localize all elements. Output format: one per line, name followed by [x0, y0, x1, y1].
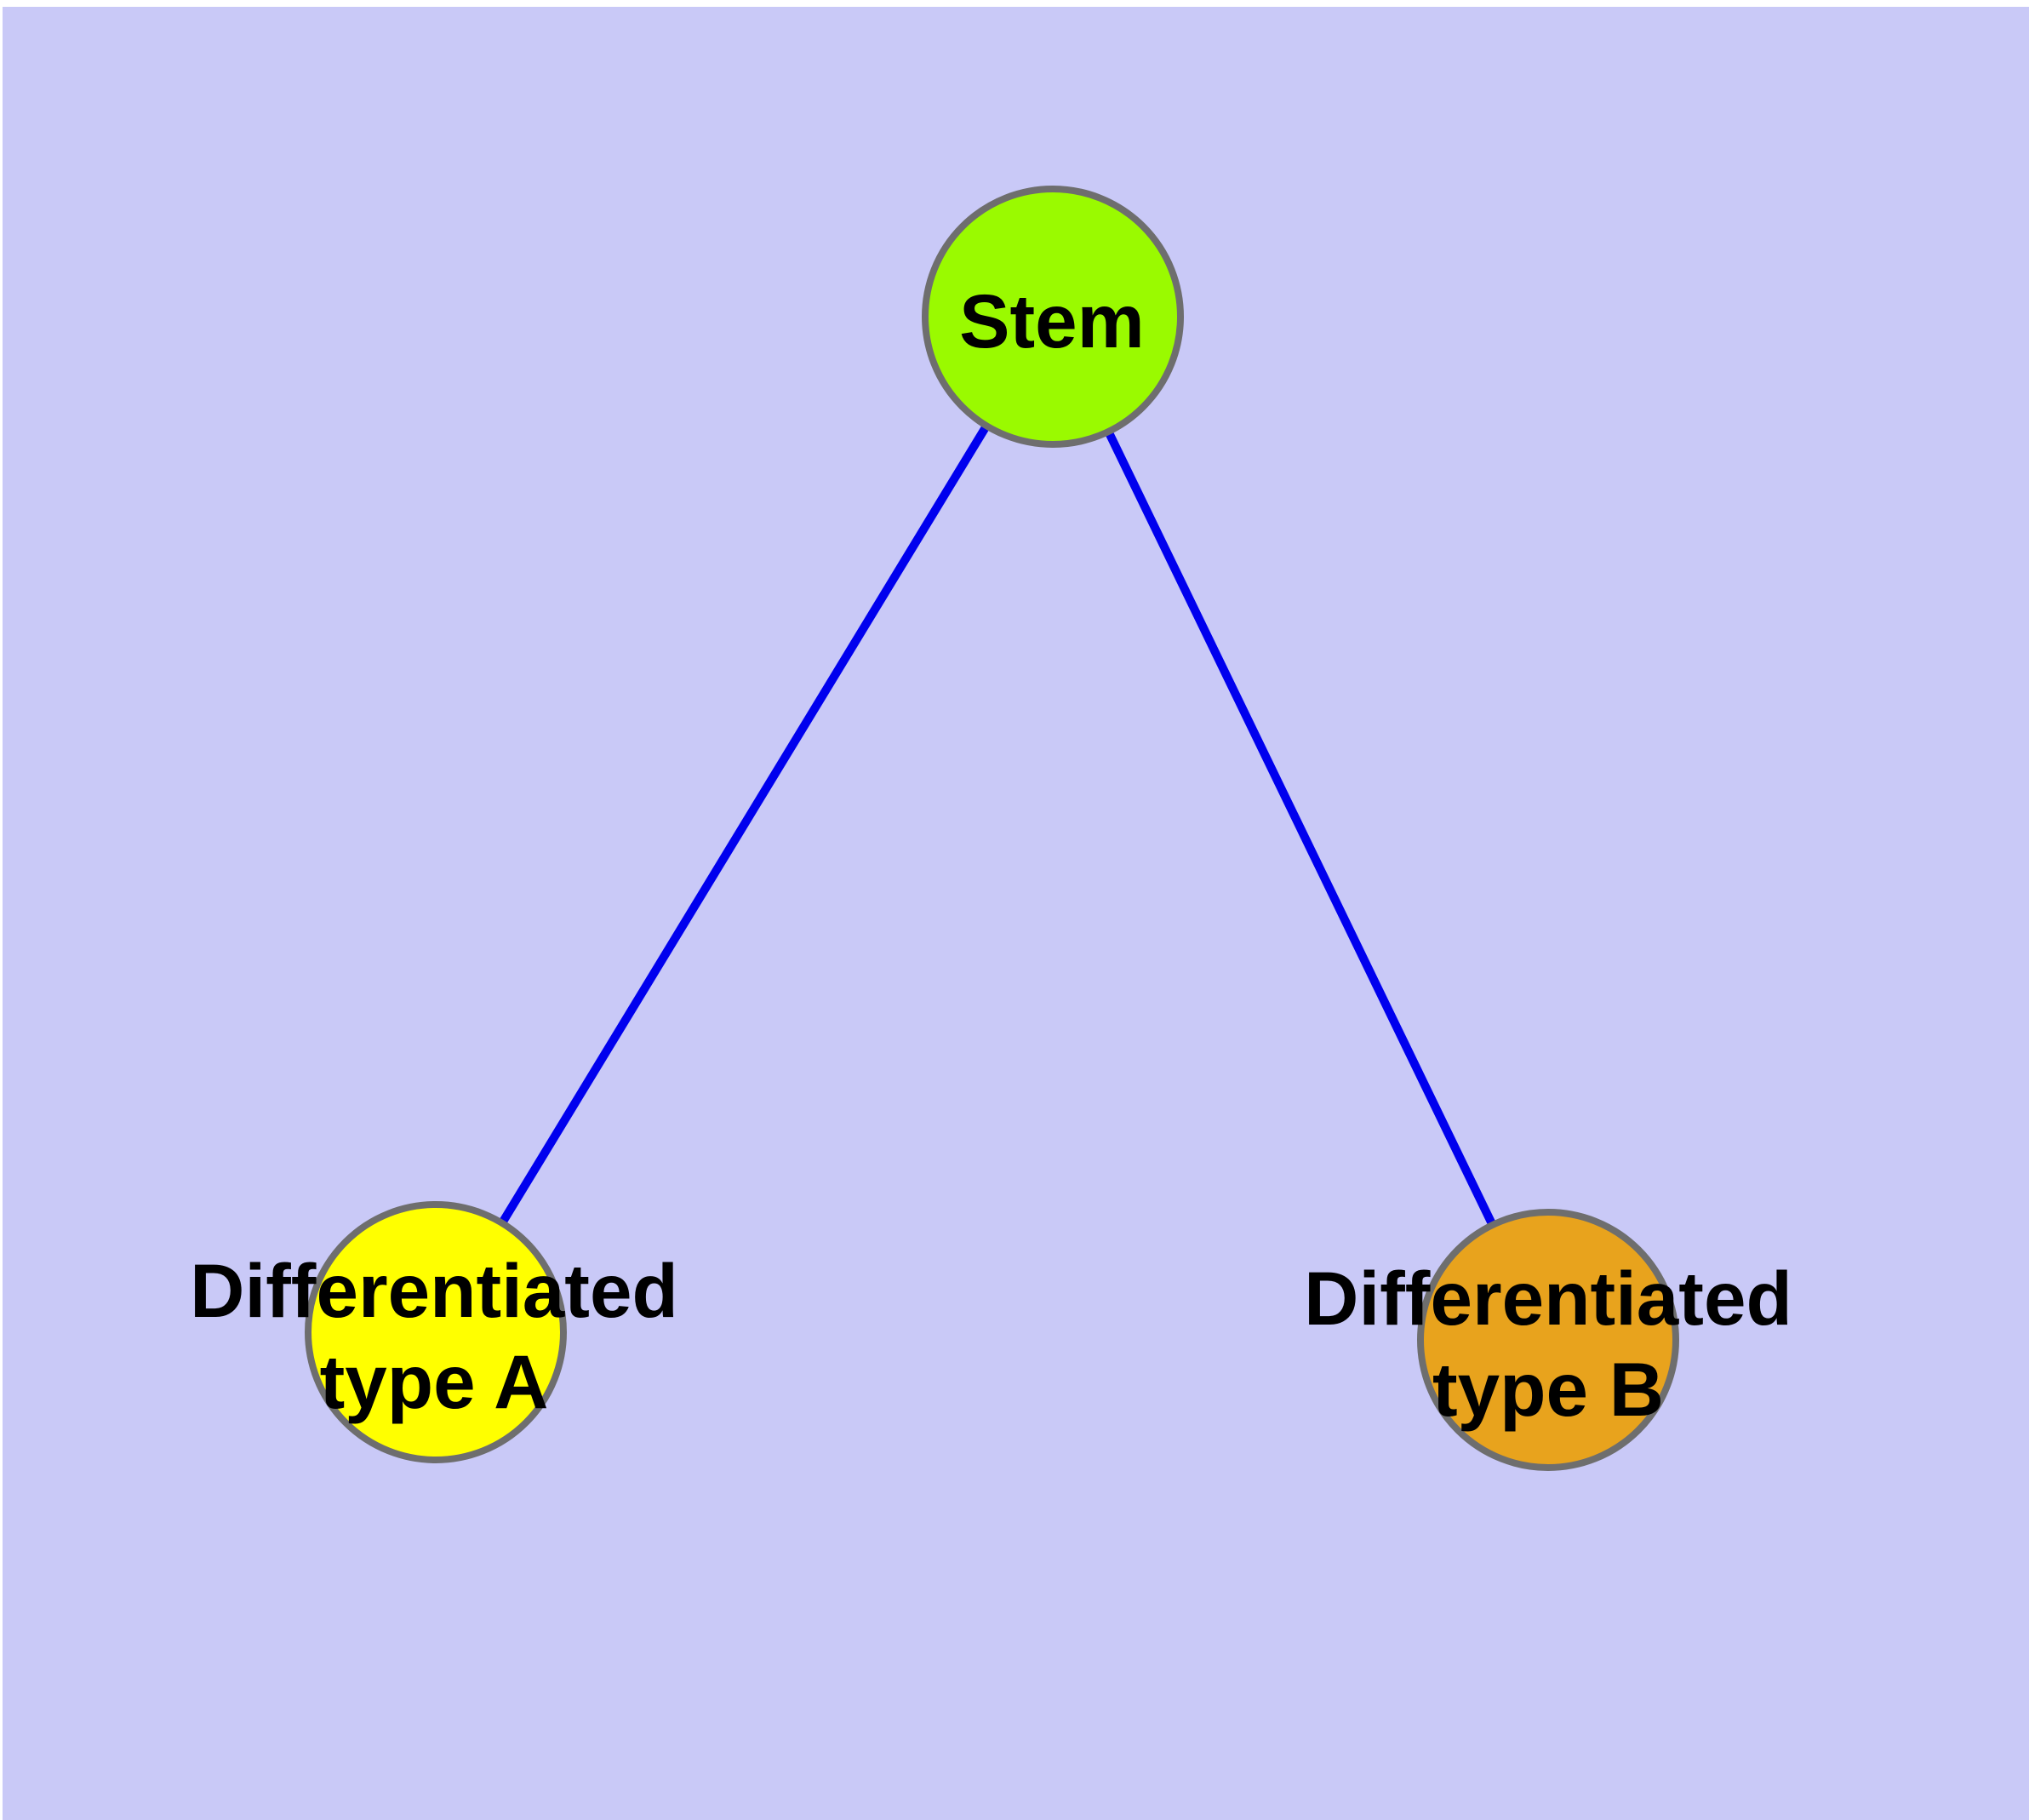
type-b-node-circle: [1417, 1209, 1679, 1471]
stem-node-label: Stem: [959, 278, 1145, 363]
stem-node-circle: [922, 186, 1184, 448]
type-a-node-circle: [305, 1201, 567, 1463]
type-a-node-label-line1: Differentiated: [190, 1248, 678, 1333]
type-a-node-label-line2: type A: [320, 1339, 549, 1424]
type-b-node-label-line1: Differentiated: [1304, 1256, 1792, 1341]
type-b-node-label-line2: type B: [1432, 1347, 1664, 1432]
edge-stem-to-type-a: [432, 314, 1057, 1335]
edge-stem-to-type-b: [1049, 314, 1552, 1342]
